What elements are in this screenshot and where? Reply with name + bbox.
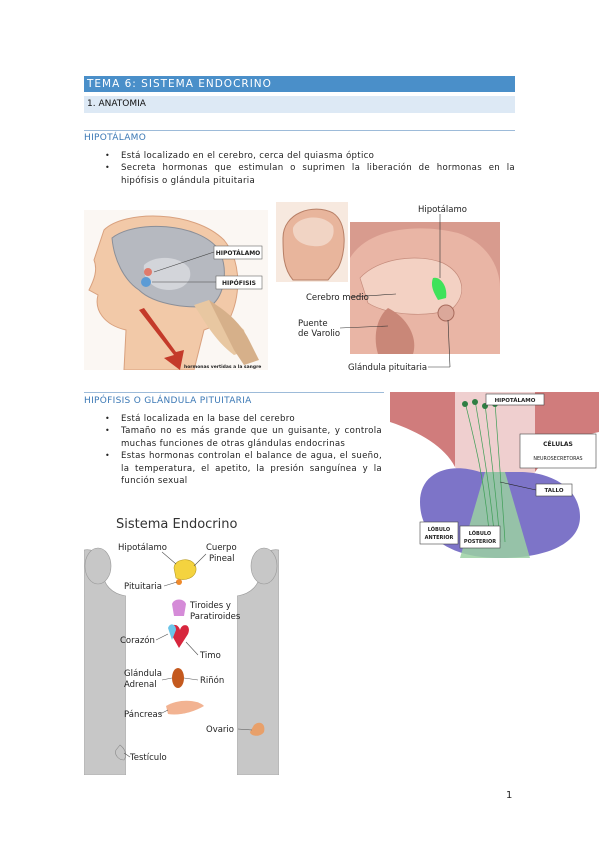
blood-arrow (139, 308, 184, 370)
label-lob-post-1: LÓBULO (469, 530, 491, 537)
label-glandula-pituitaria: Glándula pituitaria (348, 363, 427, 373)
label-neurosecretoras: NEUROSECRETORAS (533, 456, 582, 462)
section-subtitle: 1. ANATOMIA (84, 96, 515, 113)
endocrine-system-figure: Sistema Endocrino Hipotálamo Cuerpo Pine… (84, 510, 279, 775)
label-pancreas: Páncreas (124, 710, 163, 720)
label-hipofisis: HIPÓFISIS (222, 280, 256, 287)
section-divider (84, 392, 384, 393)
label-lob-post-2: POSTERIOR (464, 539, 496, 545)
caption-hormonas: hormonas vertidas a la sangre (184, 364, 261, 370)
brain-section-figure: Hipotálamo Cerebro medio Puente de Varol… (268, 198, 508, 378)
label-hipotalamo-4: Hipotálamo (118, 543, 167, 553)
page-number: 1 (506, 790, 513, 801)
head-profile-figure: HIPOTÁLAMO HIPÓFISIS hormonas vertidas a… (84, 210, 269, 370)
heading-hipotalamo: HIPOTÁLAMO (84, 133, 147, 143)
ovary-icon (250, 722, 265, 736)
list-item: Estas hormonas controlan el balance de a… (84, 450, 382, 487)
label-paratiroides: Paratiroides (190, 612, 241, 622)
label-cuerpo: Cuerpo (206, 543, 237, 553)
brain-icon (173, 559, 197, 580)
label-tallo: TALLO (544, 488, 563, 494)
list-item: Está localizada en la base del cerebro (84, 413, 382, 426)
label-glandula: Glándula (124, 669, 162, 679)
label-adrenal: Adrenal (124, 680, 157, 690)
list-item: Tamaño no es más grande que un guisante,… (84, 425, 382, 450)
label-corazon: Corazón (120, 635, 155, 646)
hipotalamo-highlight (431, 277, 447, 300)
figure-title: Sistema Endocrino (116, 517, 237, 532)
hipofisis-dot (141, 277, 151, 287)
label-hipotalamo-2: Hipotálamo (418, 205, 467, 215)
hipotalamo-bullet-list: Está localizado en el cerebro, cerca del… (84, 150, 515, 187)
label-pineal: Pineal (209, 554, 235, 564)
label-cerebro-medio: Cerebro medio (306, 293, 369, 303)
pancreas-icon (166, 700, 204, 715)
label-ovario: Ovario (206, 725, 234, 735)
label-puente-1: Puente (298, 319, 328, 329)
page-title: TEMA 6: SISTEMA ENDOCRINO (84, 76, 515, 92)
list-item: Secreta hormonas que estimulan o suprime… (84, 162, 515, 187)
section-divider (84, 130, 515, 131)
label-hipotalamo-3: HIPOTÁLAMO (495, 397, 536, 404)
label-hipotalamo: HIPOTÁLAMO (216, 250, 261, 257)
kidney-icon (172, 668, 184, 688)
label-testiculo: Testículo (129, 753, 167, 763)
label-lob-ant-2: ANTERIOR (425, 535, 454, 541)
label-celulas: CÉLULAS (543, 440, 573, 448)
pituitary-diagram: HIPOTÁLAMO CÉLULAS NEUROSECRETORAS TALLO… (390, 392, 599, 558)
thyroid-icon (172, 599, 186, 616)
label-lob-ant-1: LÓBULO (428, 526, 450, 533)
label-pituitaria: Pituitaria (124, 582, 162, 592)
label-puente-2: de Varolio (298, 329, 340, 339)
hipofisis-bullet-list: Está localizada en la base del cerebro T… (84, 413, 382, 487)
hipotalamo-dot (144, 268, 152, 276)
list-item: Está localizado en el cerebro, cerca del… (84, 150, 515, 163)
testis-icon (115, 744, 126, 761)
heading-hipofisis: HIPÓFISIS O GLÁNDULA PITUITARIA (84, 396, 252, 406)
label-tiroides: Tiroides y (189, 601, 231, 611)
label-rinon: Riñón (200, 675, 224, 686)
label-timo: Timo (199, 651, 221, 661)
